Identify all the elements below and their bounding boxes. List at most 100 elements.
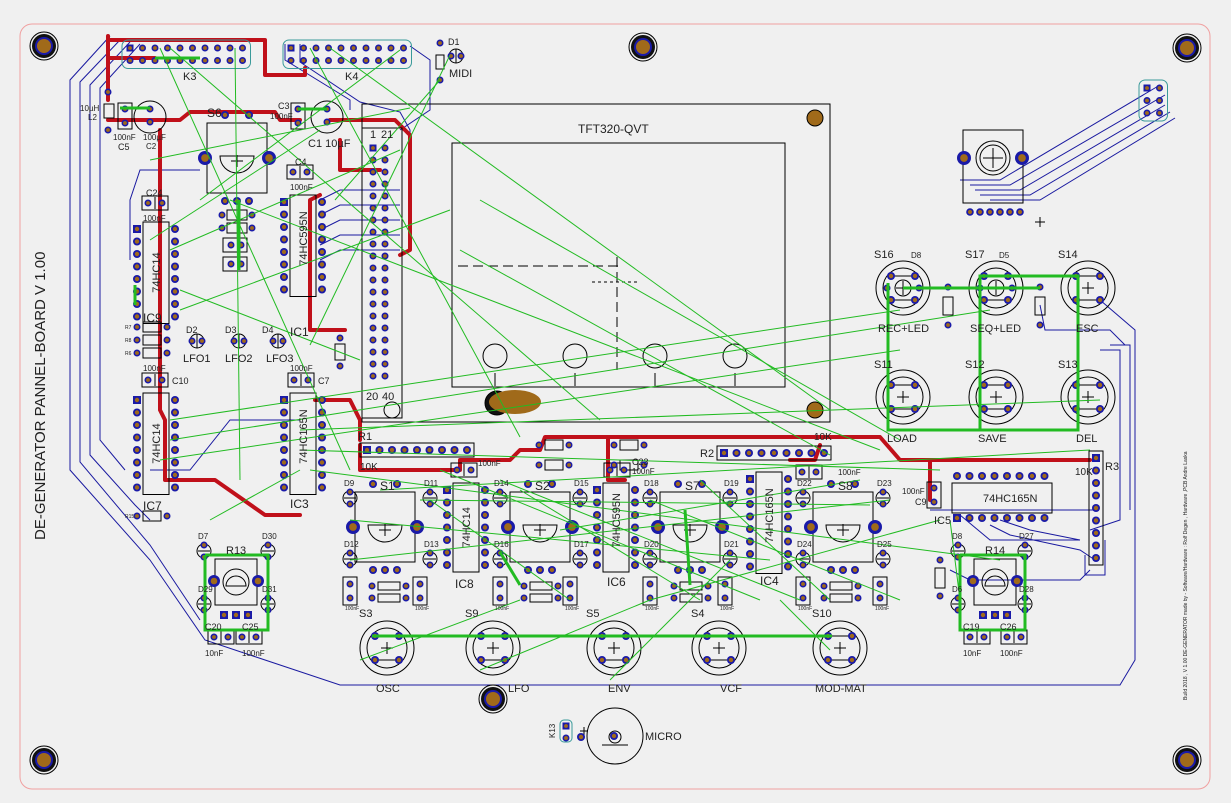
pad-drill [281, 410, 287, 415]
pad-drill [967, 209, 973, 215]
electrolytic-cap-outline [133, 100, 167, 134]
pad-drill [428, 502, 432, 506]
pad-drill [281, 224, 287, 230]
pad-drill [704, 657, 710, 663]
pad-drill [281, 249, 287, 255]
mounting-hole-drill [1180, 41, 1194, 55]
pad-drill [452, 447, 457, 453]
pad-drill [271, 339, 275, 343]
ratsnest-line [229, 199, 881, 451]
ic-ref-label: IC8 [455, 577, 474, 591]
pad-drill [648, 596, 652, 600]
ic-outline [755, 471, 783, 574]
pad-drill [1018, 154, 1026, 162]
led-ref-label: D3 [225, 325, 237, 335]
pad-drill [172, 472, 178, 478]
pad-drill [222, 112, 228, 118]
pad-drill [1038, 323, 1042, 327]
bottom-copper-layer [69, 35, 1176, 686]
capacitor-outline [342, 576, 358, 606]
led-ref-label: D8 [911, 251, 922, 260]
ratsnest-line [479, 199, 901, 441]
resistor-outline [619, 439, 639, 451]
bottom-trace [150, 419, 300, 471]
button-inner-ring [882, 376, 924, 418]
pad-drill [578, 563, 582, 567]
ratsnest-line [649, 499, 901, 601]
pad-drill [1042, 515, 1047, 521]
pad-drill [537, 463, 541, 467]
pad-drill [140, 46, 145, 50]
pad-drill [135, 325, 139, 329]
bottom-trace [990, 117, 1176, 201]
capacitor-outline [795, 576, 811, 606]
pad-drill [319, 249, 325, 255]
encoder-shaft [825, 524, 861, 543]
resistor-ref-label: R8 [125, 338, 132, 344]
pad-drill [160, 378, 164, 382]
pad-drill [246, 198, 252, 204]
bottom-trace [69, 35, 1136, 686]
pad-drill [969, 577, 977, 585]
pad-drill [281, 274, 287, 280]
pad-drill [370, 596, 374, 600]
pad-drill [1004, 515, 1010, 521]
pad-drill [326, 58, 331, 63]
capacitor-value-label: 100nF [290, 364, 313, 373]
pad-drill [997, 209, 1003, 215]
pad-drill [383, 290, 387, 294]
button-outer-ring [1060, 369, 1116, 425]
pad-drill [254, 635, 258, 639]
pad-drill [747, 564, 753, 569]
resistor-ref-label: R7 [125, 325, 132, 331]
ic-ref-label: IC7 [143, 499, 162, 513]
pad-drill [289, 58, 293, 63]
pad-drill [594, 537, 600, 543]
pad-drill [222, 198, 228, 204]
pad-drill [912, 273, 918, 279]
pad-drill [134, 397, 140, 403]
pad-drill [977, 209, 983, 215]
bottom-trace [1110, 344, 1131, 510]
rotary-encoder-outline [962, 129, 1024, 204]
top-trace [308, 193, 347, 332]
pad-drill [229, 262, 233, 266]
pad-drill [371, 338, 375, 342]
pad-drill [266, 543, 270, 547]
pad-drill [482, 550, 488, 555]
pad-drill [215, 46, 220, 50]
pad-drill [747, 489, 753, 494]
ratsnest-line [519, 489, 701, 601]
ratsnest-line [149, 107, 411, 161]
pad-drill [135, 351, 139, 355]
capacitor-outline [287, 372, 315, 388]
led-ref-label: D1 [448, 37, 460, 47]
pad-drill [134, 276, 140, 282]
button-function-label: OSC [376, 683, 400, 695]
pad-drill [135, 514, 139, 518]
resistor-ref-label: R15 [125, 514, 134, 520]
pad-drill [828, 567, 834, 573]
ic-ref-label: IC4 [760, 574, 779, 588]
pad-drill [960, 154, 968, 162]
ratsnest-line [149, 129, 321, 241]
pad-drill [1005, 635, 1009, 639]
pad-drill [371, 194, 375, 198]
pad-drill [210, 577, 218, 585]
pad-drill [599, 657, 605, 663]
pad-drill [728, 502, 732, 506]
pad-drill [444, 550, 450, 555]
pad-drill [1097, 382, 1103, 388]
pad-drill [1023, 543, 1027, 547]
button-function-label: DEL [1076, 433, 1097, 445]
resistor-network-ref: R2 [700, 448, 714, 460]
pad-drill [1097, 273, 1103, 279]
pad-drill [190, 46, 195, 50]
diode-ref-label: D15 [574, 479, 589, 488]
pad-drill [372, 657, 378, 663]
pad-drill [1093, 455, 1099, 461]
pad-drill [376, 58, 381, 63]
mounting-hole-ring [478, 684, 508, 714]
connector-outline [1138, 79, 1168, 122]
